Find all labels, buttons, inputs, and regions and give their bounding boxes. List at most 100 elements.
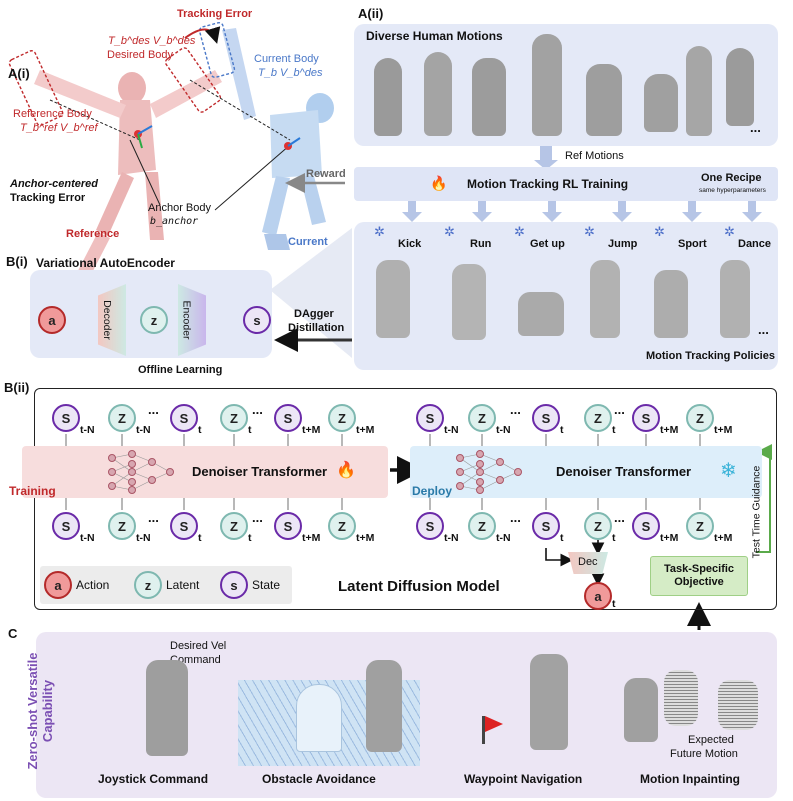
time-index: t: [612, 424, 616, 436]
human-motion-figure: [424, 52, 452, 136]
robot-figure: [720, 260, 750, 338]
policy-network-icon: ✲: [444, 224, 455, 239]
waypoint-flag-pole: [482, 716, 485, 744]
skill-labels-row: ✲ Kick ✲ Run ✲ Get up ✲ Jump ✲ Sport ✲ D…: [374, 224, 784, 250]
latent-node: Z: [108, 404, 136, 432]
distillation-label: Distillation: [288, 322, 345, 334]
skill-get-up: Get up: [530, 238, 565, 250]
time-index: t: [560, 532, 564, 544]
policy-network-icon: ✲: [514, 224, 525, 239]
motions-ellipsis: ...: [750, 120, 761, 135]
time-index: t-N: [444, 532, 459, 544]
desired-body-math: T_b^des V_b^des: [108, 35, 196, 47]
section-tag-c: C: [8, 626, 18, 641]
time-index: t-N: [80, 424, 95, 436]
skill-jump: Jump: [608, 238, 638, 250]
time-index: t: [248, 532, 252, 544]
time-index: t-N: [496, 424, 511, 436]
neural-net-icon: [106, 450, 176, 494]
one-recipe-label: One Recipe: [701, 172, 762, 184]
state-node: S: [416, 404, 444, 432]
policy-network-icon: ✲: [654, 224, 665, 239]
policies-label: Motion Tracking Policies: [646, 350, 775, 362]
offline-learning-label: Offline Learning: [138, 364, 223, 376]
robot-figure: [376, 260, 410, 338]
neural-net-icon: [454, 450, 524, 494]
policy-network-icon: ✲: [374, 224, 385, 239]
human-motion-figure: [374, 58, 402, 136]
state-node: S: [52, 512, 80, 540]
reference-body-box: [8, 50, 64, 126]
latent-node: Z: [328, 404, 356, 432]
legend-action-label: Action: [76, 578, 110, 592]
legend-state-node: s: [220, 571, 248, 599]
state-node: S: [274, 512, 302, 540]
fire-icon: 🔥: [430, 175, 448, 191]
encoder-block: Encoder: [178, 284, 206, 356]
state-node: s: [243, 306, 271, 334]
training-block: Denoiser Transformer 🔥 Training: [9, 446, 388, 498]
robot-figure: [654, 270, 688, 338]
time-index: t: [198, 424, 202, 436]
legend-state-label: State: [252, 578, 281, 592]
ref-motions-label: Ref Motions: [565, 150, 624, 162]
skill-run: Run: [470, 238, 492, 250]
time-index: t-N: [80, 532, 95, 544]
state-node: S: [274, 404, 302, 432]
anchor-body-label: Anchor Body: [148, 202, 211, 214]
time-index: t+M: [714, 532, 733, 544]
latent-node: Z: [220, 404, 248, 432]
state-node: S: [532, 404, 560, 432]
time-index: t+M: [356, 424, 375, 436]
latent-node: z: [140, 306, 168, 334]
deploy-label: Deploy: [412, 484, 453, 498]
tracking-error-arrow: [184, 26, 221, 44]
deploy-block: Denoiser Transformer ❄ Deploy: [410, 446, 762, 498]
state-node: S: [170, 512, 198, 540]
human-motion-figure: [586, 64, 622, 136]
rl-training-bar: 🔥 Motion Tracking RL Training One Recipe…: [354, 167, 778, 201]
joystick-robot: [146, 660, 188, 756]
reference-label: Reference: [66, 228, 120, 240]
dagger-label: DAgger: [294, 308, 334, 320]
time-index: t: [560, 424, 564, 436]
time-index: t: [612, 598, 616, 610]
denoiser-train-label: Denoiser Transformer: [192, 464, 328, 479]
desired-vel-label: Desired Vel: [170, 640, 227, 652]
caption-joystick: Joystick Command: [98, 772, 209, 786]
latent-node: Z: [468, 512, 496, 540]
current-body-label: Current Body: [254, 53, 319, 65]
snowflake-icon: ❄: [720, 460, 737, 482]
legend-action-node: a: [44, 571, 72, 599]
section-tag-a-ii: A(ii): [358, 6, 384, 21]
rl-training-label: Motion Tracking RL Training: [467, 177, 629, 191]
policy-network-icon: ✲: [584, 224, 595, 239]
section-tag-b-i: B(i): [6, 254, 28, 269]
policy-network-icon: ✲: [724, 224, 735, 239]
time-index: t+M: [356, 532, 375, 544]
fire-icon: 🔥: [336, 462, 356, 479]
ellipsis: ...: [614, 402, 625, 417]
latent-node: Z: [108, 512, 136, 540]
robot-figure: [518, 292, 564, 336]
ellipsis: ...: [510, 510, 521, 525]
human-motion-figure: [644, 74, 678, 132]
time-index: t+M: [660, 424, 679, 436]
latent-node: Z: [328, 512, 356, 540]
policies-ellipsis: ...: [758, 322, 769, 337]
human-motion-figure: [726, 48, 754, 126]
diverse-motions-panel: Diverse Human Motions ...: [354, 24, 778, 146]
anchor-tracking-error-label: Tracking Error: [10, 192, 86, 204]
inpainting-robot: [624, 678, 658, 742]
state-node: S: [532, 512, 560, 540]
ellipsis: ...: [614, 510, 625, 525]
latent-node: Z: [468, 404, 496, 432]
current-label: Current: [288, 236, 328, 248]
policies-panel: ✲ Kick ✲ Run ✲ Get up ✲ Jump ✲ Sport ✲ D…: [354, 222, 778, 370]
time-index: t-N: [496, 532, 511, 544]
time-index: t+M: [302, 532, 321, 544]
anchor-centered-label: Anchor-centered: [10, 178, 99, 190]
time-index: t: [612, 532, 616, 544]
